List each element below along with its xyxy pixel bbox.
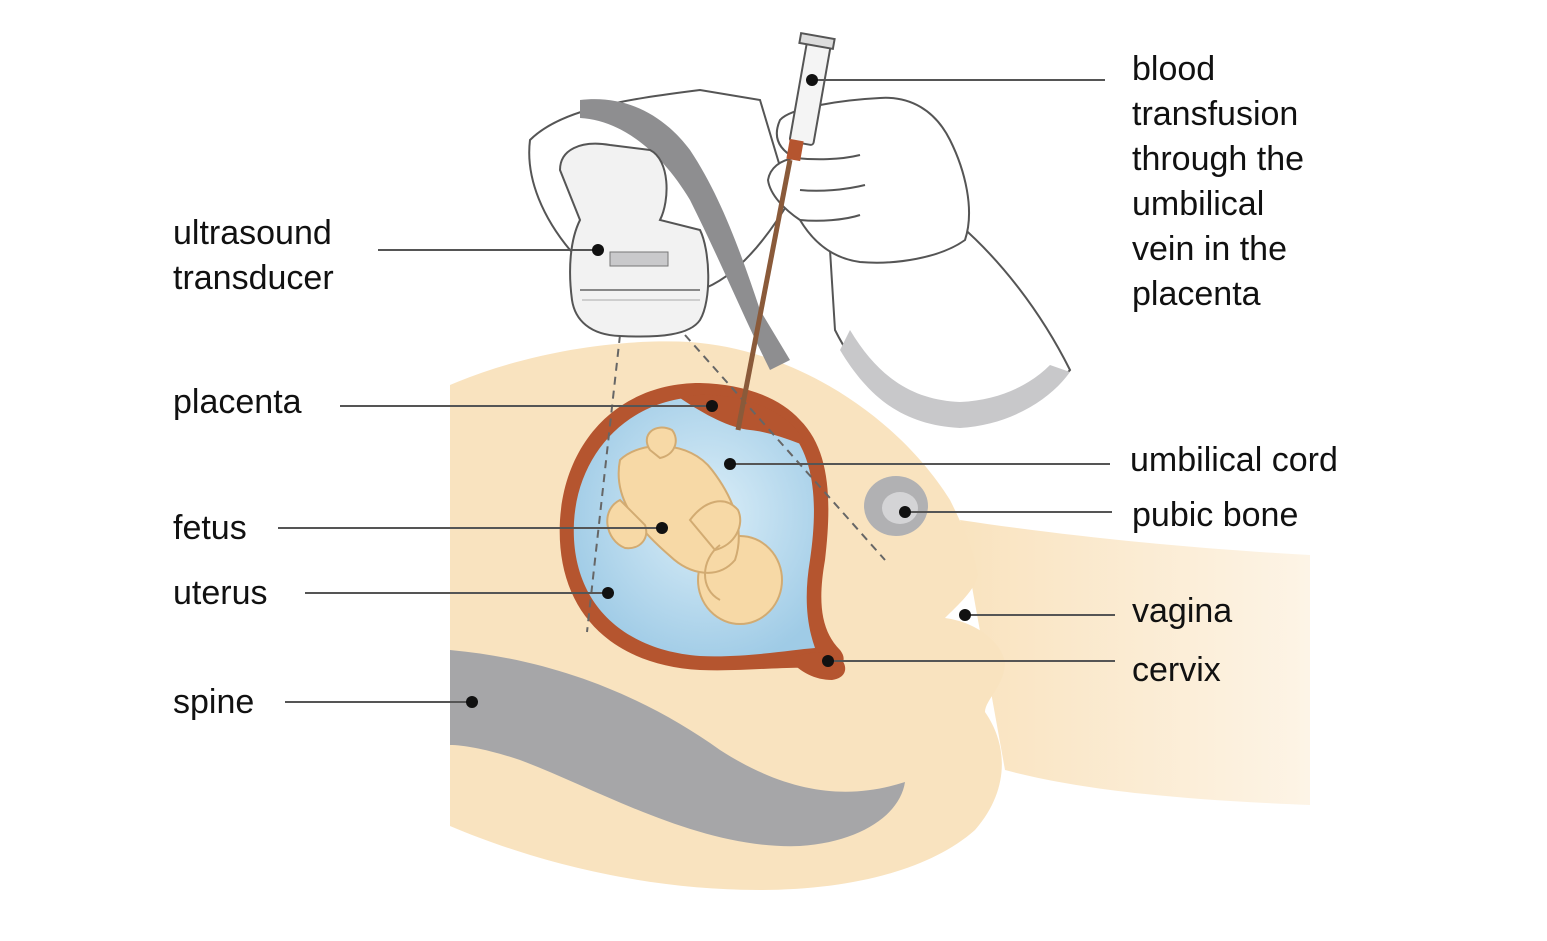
label-line: transducer	[173, 259, 334, 297]
label-blood-transfusion: blood transfusion through the umbilical …	[1132, 47, 1304, 317]
label-line: pubic bone	[1132, 496, 1299, 534]
label-line: placenta	[1132, 275, 1261, 313]
label-cervix: cervix	[1132, 648, 1221, 693]
leader-dots	[466, 74, 971, 708]
label-line: through the	[1132, 140, 1305, 178]
label-uterus: uterus	[173, 571, 268, 616]
label-pubic-bone: pubic bone	[1132, 493, 1298, 538]
label-spine: spine	[173, 680, 254, 725]
spine	[450, 650, 905, 847]
label-line: umbilical cord	[1130, 441, 1338, 479]
label-line: vagina	[1132, 592, 1233, 630]
label-line: ultrasound	[173, 214, 332, 252]
label-line: fetus	[173, 509, 247, 547]
fetus	[606, 426, 783, 625]
label-placenta: placenta	[173, 380, 302, 425]
label-line: cervix	[1132, 651, 1221, 689]
label-line: vein in the	[1132, 230, 1287, 268]
leader-lines	[278, 79, 1115, 703]
label-ultrasound-transducer: ultrasound transducer	[173, 211, 334, 301]
label-vagina: vagina	[1132, 589, 1232, 634]
label-line: uterus	[173, 574, 268, 612]
label-fetus: fetus	[173, 506, 247, 551]
label-line: blood	[1132, 50, 1216, 88]
label-line: umbilical	[1132, 185, 1265, 223]
label-line: spine	[173, 683, 255, 721]
label-umbilical-cord: umbilical cord	[1130, 438, 1338, 483]
thigh	[960, 520, 1310, 805]
syringe	[735, 31, 836, 431]
label-line: transfusion	[1132, 95, 1299, 133]
ultrasound-transducer	[558, 142, 710, 338]
label-line: placenta	[173, 383, 302, 421]
